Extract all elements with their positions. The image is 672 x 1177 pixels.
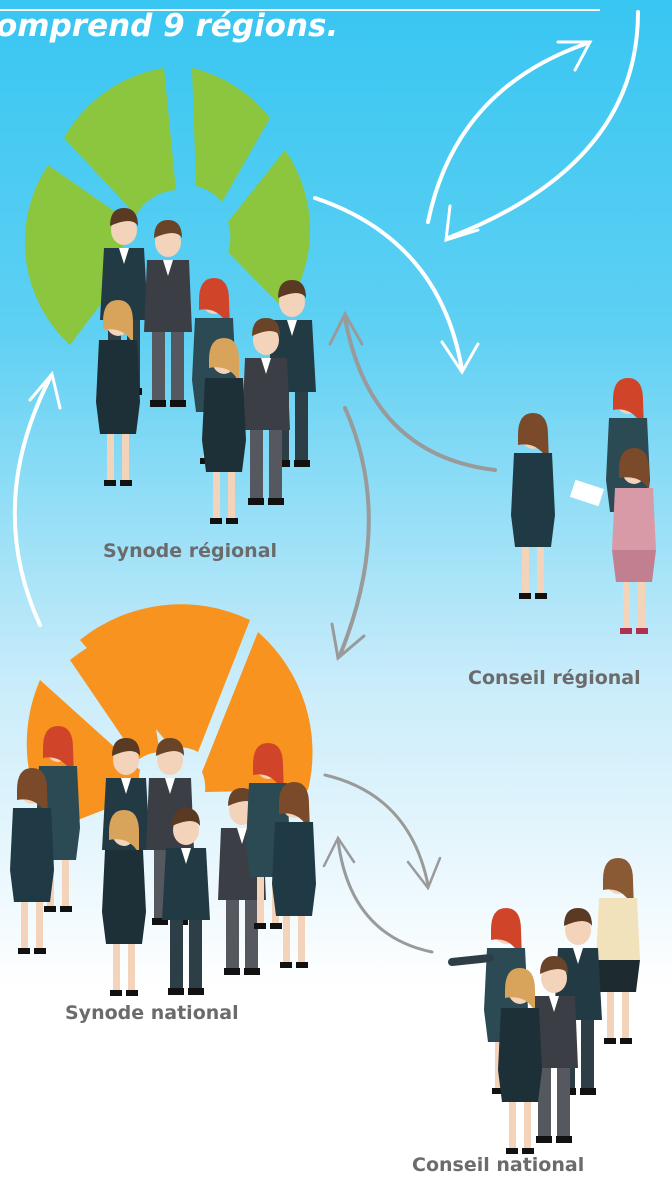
header-text: omprend 9 régions. bbox=[0, 8, 339, 44]
conseil-regional-label: Conseil régional bbox=[468, 667, 641, 689]
cycle-arrows-top-right bbox=[426, 10, 640, 243]
national-council-people bbox=[448, 858, 640, 1154]
header-rule bbox=[0, 9, 600, 11]
national-synod-people bbox=[10, 726, 316, 996]
conseil-national-label: Conseil national bbox=[412, 1154, 585, 1176]
national-arrows bbox=[322, 773, 442, 954]
synode-national-label: Synode national bbox=[65, 1002, 239, 1024]
synode-regional-label: Synode régional bbox=[103, 540, 278, 562]
regional-council-people bbox=[511, 378, 656, 634]
regional-arrows bbox=[12, 196, 497, 661]
